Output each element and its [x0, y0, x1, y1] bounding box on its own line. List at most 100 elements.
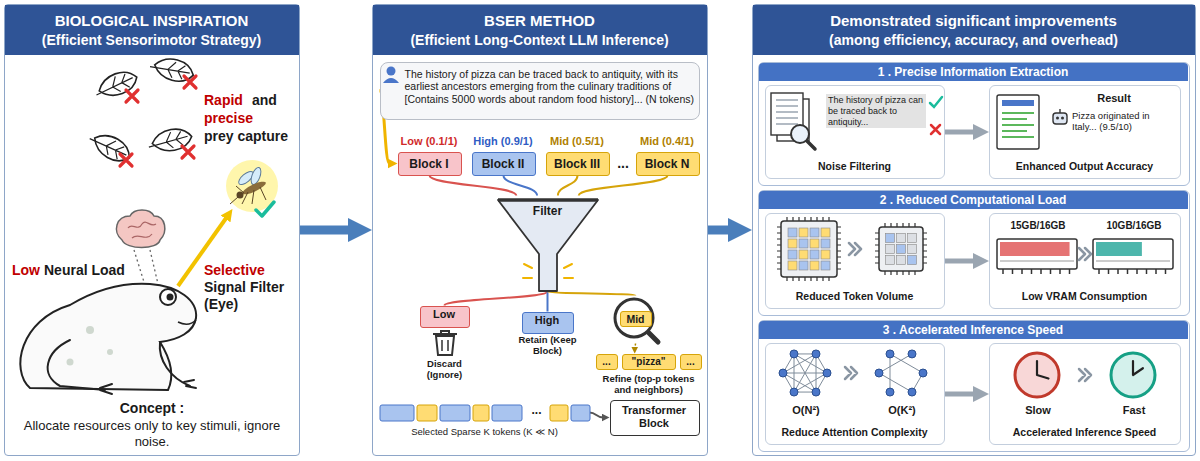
panel-title: BIOLOGICAL INSPIRATION [5, 12, 298, 30]
token-cell [799, 228, 808, 237]
token-dot [919, 369, 927, 377]
panel-subtitle: (among efficiency, accuracy, and overhea… [753, 32, 1194, 49]
chip-pin [777, 217, 841, 281]
action-label: Retain (Keep Block) [505, 334, 591, 357]
memory-stick [997, 239, 1077, 269]
noise-leaves [86, 54, 196, 167]
caption-word: Signal Filter (Eye) [204, 279, 298, 313]
drawing-part [184, 76, 196, 88]
icon-part [931, 125, 940, 134]
connector [945, 392, 976, 397]
token-bar [380, 405, 414, 421]
icon-part [442, 340, 448, 351]
icon-part [615, 299, 653, 337]
drawing-part [256, 202, 274, 216]
context-block: Mid (0.4/1)Block N [636, 152, 700, 176]
result-section: 1 . Precise Information ExtractionThe hi… [758, 62, 1190, 186]
memory-pin [1098, 269, 1100, 274]
memory-pin [1069, 269, 1071, 274]
attention-link [793, 354, 794, 392]
caption-word: Neural Load [44, 262, 134, 279]
icon-part [776, 99, 798, 101]
chip-pin [777, 217, 841, 281]
connector [579, 176, 668, 196]
icon-part [791, 125, 809, 143]
panel-title: BSER METHOD [373, 12, 706, 30]
memory-pin [1059, 269, 1061, 274]
token-dot [790, 350, 798, 358]
token-bar [473, 405, 489, 421]
token-dot [908, 350, 916, 358]
chip-body [781, 221, 837, 277]
transformer-block: Transformer Block [610, 400, 700, 436]
result-title: Result [1054, 92, 1174, 105]
attention-link [815, 354, 816, 392]
token-cell [821, 261, 830, 270]
drawing-part [134, 250, 158, 284]
action-label: Discard (Ignore) [412, 358, 478, 381]
drawing-part [48, 340, 196, 394]
attention-link [890, 354, 923, 373]
icon-part [806, 140, 815, 149]
chip-pin [777, 217, 841, 281]
icon-part [433, 331, 457, 334]
token-volume-card: Reduced Token Volume [765, 213, 945, 309]
action-label: Refine (top-p tokens and neighbors) [596, 373, 702, 396]
context-block: High (0.9/1)Block II [472, 152, 536, 176]
token-dot [886, 350, 894, 358]
score-label: Mid (0.5/1) [534, 135, 621, 148]
token-bar [571, 405, 590, 421]
chip-pin [875, 223, 927, 275]
result-caption: Enhanced Output Accuracy [990, 160, 1179, 173]
speed-card: SlowFastAccelerated Inference Speed [989, 343, 1181, 445]
block-label: Block I [399, 157, 460, 171]
token-cell [885, 233, 894, 242]
row-caption: Selected Sparse K tokens (K ≪ N) [380, 426, 590, 437]
chip-pin [875, 223, 927, 275]
token-cell [821, 239, 830, 248]
score-label: Mid (0.4/1) [624, 135, 711, 148]
memory-fill [1000, 242, 1070, 256]
token-dot [779, 369, 787, 377]
chip-body [879, 227, 923, 271]
chip-pin [777, 217, 841, 281]
connector [945, 259, 976, 264]
memory-value: 10GB/16GB [1092, 220, 1176, 232]
result-section: 3 . Accelerated Inference SpeedO(N²)O(K²… [758, 320, 1190, 452]
filter-funnel: Filter [496, 196, 600, 292]
panel: BIOLOGICAL INSPIRATION(Efficient Sensori… [4, 4, 300, 456]
speed-label: Fast [1104, 404, 1164, 417]
chip-pin [777, 217, 841, 281]
frog [20, 214, 229, 394]
memory-pin [1040, 269, 1042, 274]
memory-pin [1127, 269, 1129, 274]
token-dot [790, 388, 798, 396]
connector [547, 292, 549, 312]
memory-rule [1000, 260, 1074, 261]
vram-card: 15GB/16GB10GB/16GBLow VRAM Consumption [989, 213, 1181, 309]
token-cell [896, 244, 905, 253]
chevron [849, 243, 861, 255]
token-cell [907, 255, 916, 264]
chip-pin [875, 223, 927, 275]
result-caption: Reduce Attention Complexity [766, 426, 943, 439]
token-chip: ... [596, 354, 618, 370]
drawing-part [182, 146, 194, 158]
drawing-part [128, 222, 156, 238]
emphasis-word: Rapid [204, 92, 254, 109]
panel: Demonstrated significant improvements(am… [752, 4, 1196, 456]
token-cell [810, 250, 819, 259]
drawing-part [120, 154, 132, 166]
clock-hand [1133, 361, 1143, 375]
discard-bin: Discard (Ignore) [418, 330, 472, 386]
icon-part [930, 97, 942, 107]
drawing-part [86, 127, 135, 167]
connector [590, 413, 604, 418]
token-dot [886, 388, 894, 396]
token-cell [810, 239, 819, 248]
token-bar [417, 405, 437, 421]
chip-pin [875, 223, 927, 275]
bars-icon [380, 404, 590, 422]
icon-part [1002, 100, 1034, 106]
token-cell [799, 261, 808, 270]
